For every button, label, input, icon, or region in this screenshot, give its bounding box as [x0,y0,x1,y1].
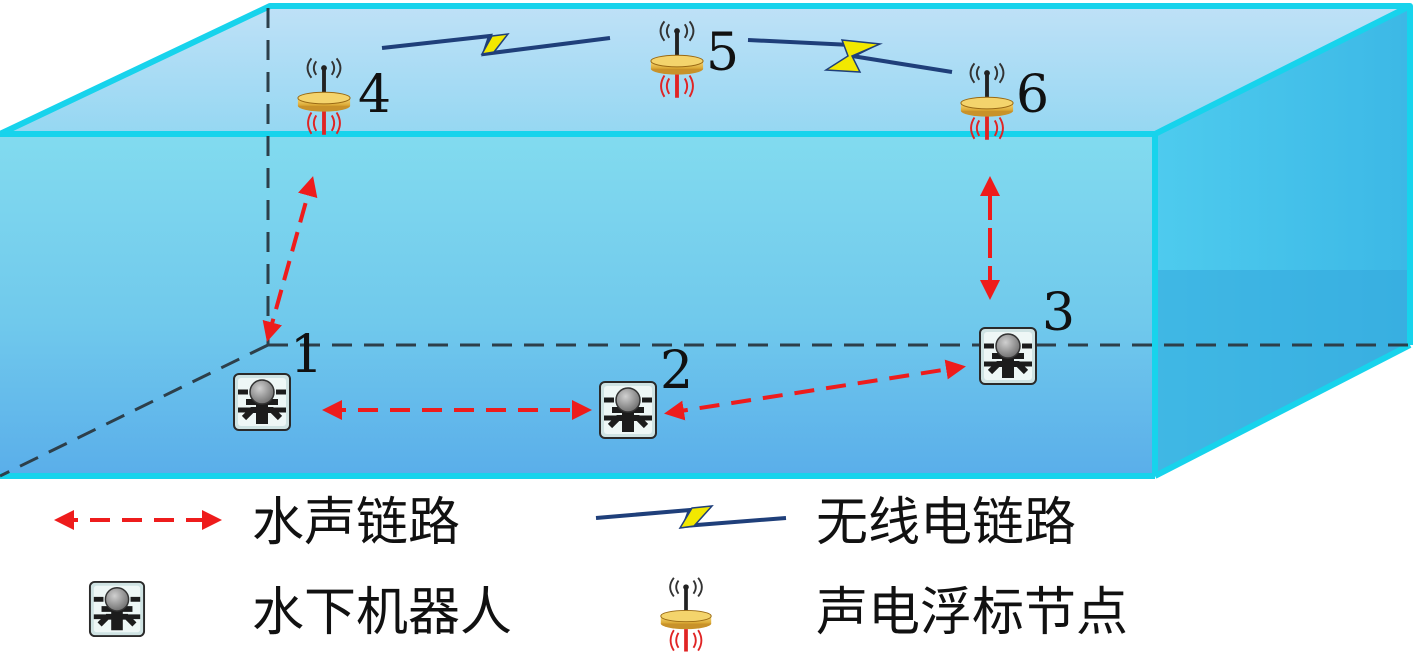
legend-robot-label: 水下机器人 [252,583,512,643]
robot-1 [234,374,290,430]
acoustic-link-1-4 [262,176,318,342]
node-label-3: 3 [1042,283,1075,343]
legend-radio-link-swatch [595,505,787,529]
node-label-4: 4 [358,65,391,125]
water-top-face [0,6,1410,134]
radio-link-4-5 [381,33,611,57]
legend-robot-icon [90,582,144,636]
legend: 水声链路 无线电链路 水下机器人 声电浮标节点 [54,493,1128,653]
node-label-1: 1 [290,325,323,385]
water-box-edges [0,3,1413,479]
node-label-5: 5 [706,23,739,83]
legend-radio-link-label: 无线电链路 [816,493,1076,553]
robot-3 [980,328,1036,384]
radio-link-5-6 [747,38,953,74]
node-label-2: 2 [660,341,693,401]
robot-2 [600,382,656,438]
acoustic-link-2-3 [664,359,966,421]
water-front-face [0,134,1155,476]
legend-buoy-label: 声电浮标节点 [816,583,1128,643]
acoustic-links [262,176,1000,421]
legend-acoustic-link-label: 水声链路 [252,493,460,553]
water-side-lower [1155,270,1410,476]
legend-buoy-icon [659,574,713,653]
node-label-6: 6 [1016,65,1049,125]
